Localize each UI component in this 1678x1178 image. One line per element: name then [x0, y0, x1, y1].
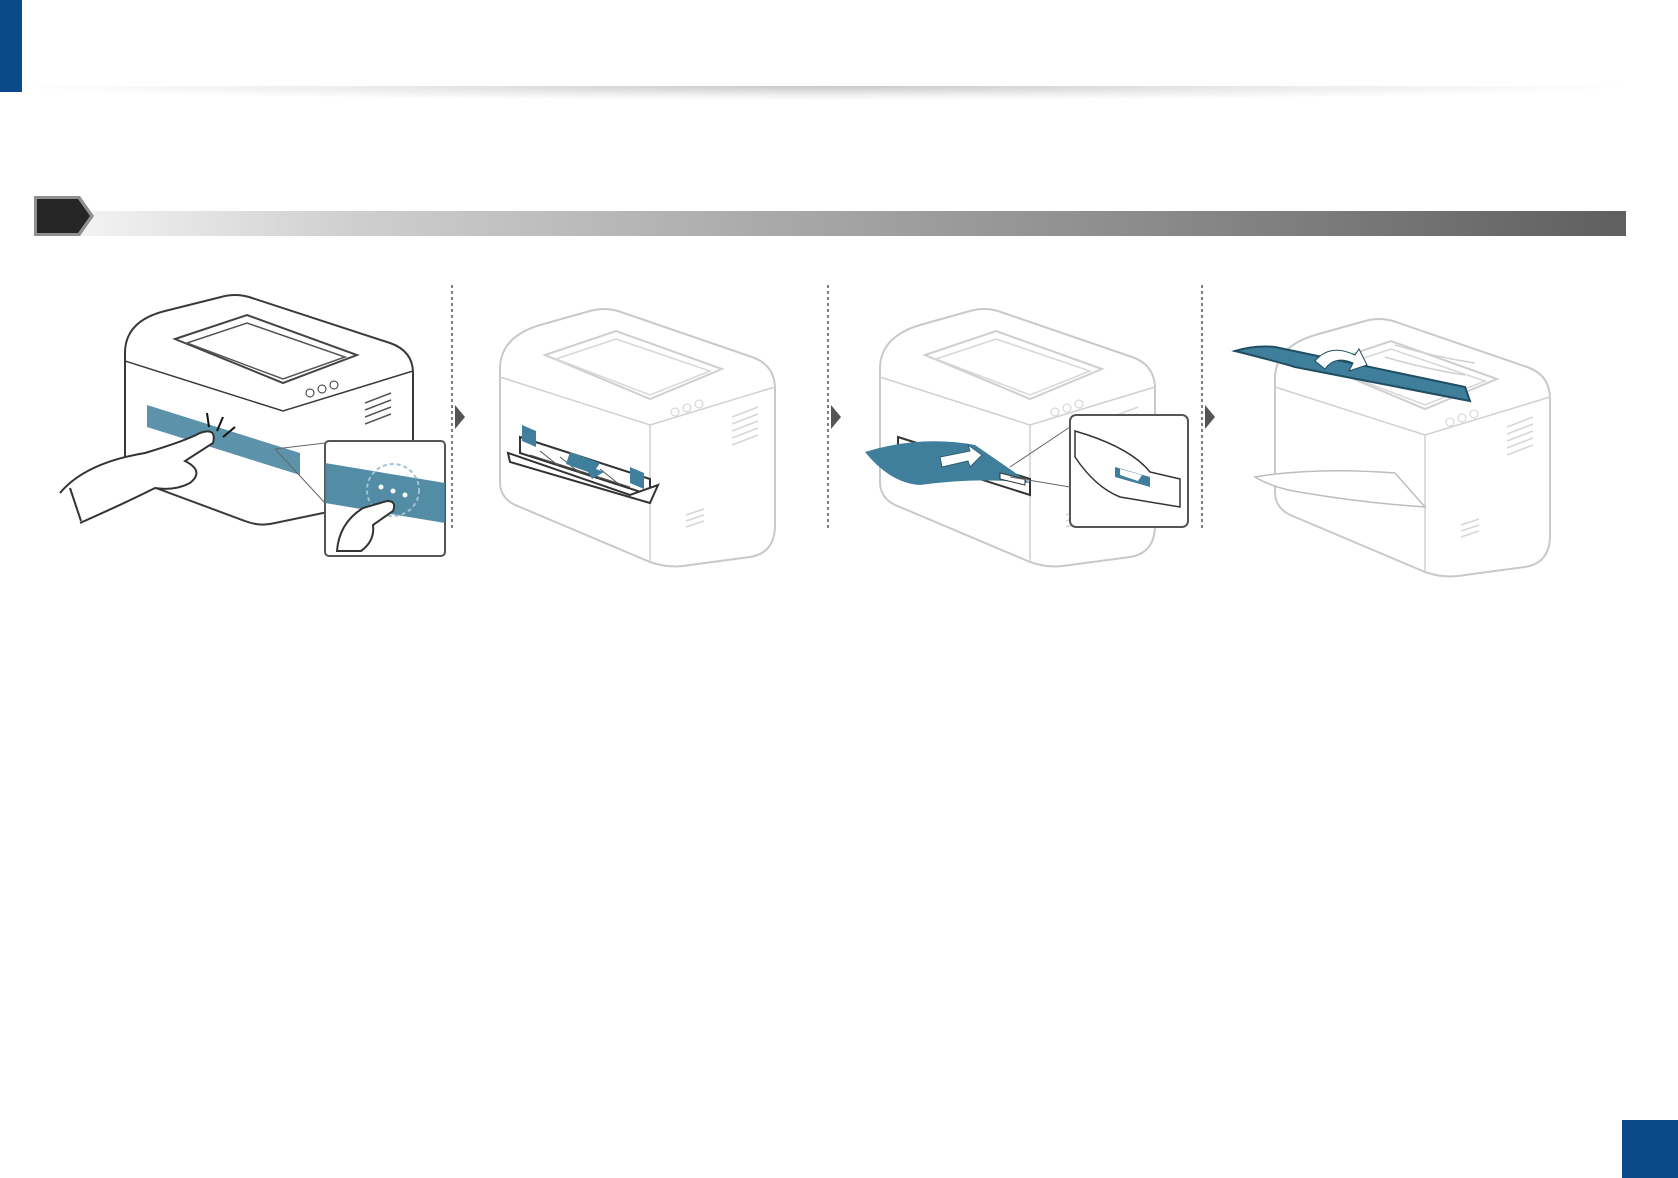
page-number-badge [1622, 1120, 1678, 1178]
printer-illustration [55, 285, 1620, 585]
panel-4-output-tray [1235, 319, 1550, 576]
panel-3-paper-insert [865, 309, 1188, 566]
page-number [1622, 1120, 1678, 1178]
step-header-bar [72, 211, 1626, 236]
header-divider-shadow [22, 86, 1622, 100]
corner-tab [0, 0, 22, 92]
panel-2-manual-tray [500, 309, 775, 566]
step-marker-icon [32, 194, 96, 238]
panel-1-printer-button [60, 295, 445, 556]
